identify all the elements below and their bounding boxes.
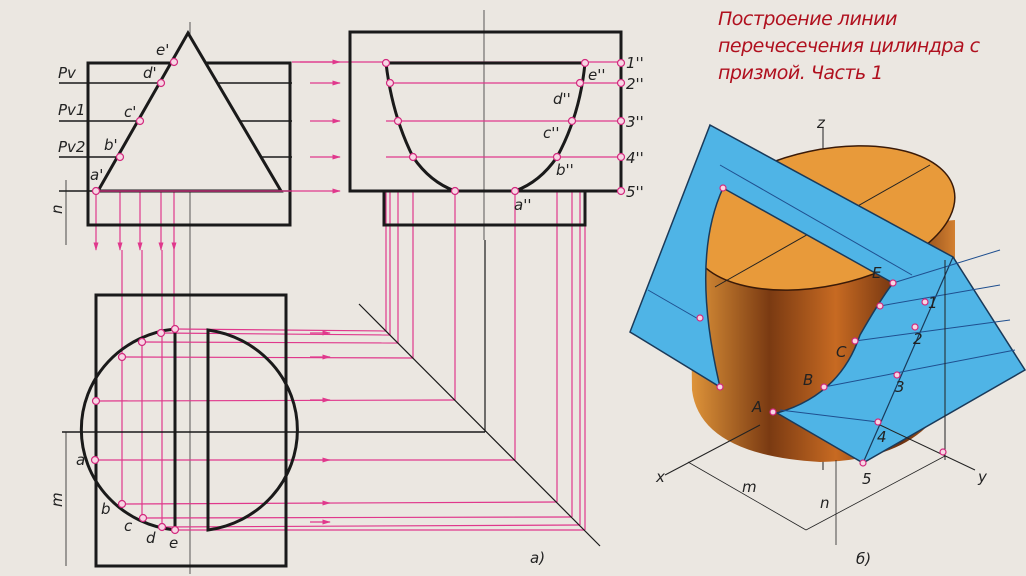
edge-point: 2 [913, 330, 923, 348]
caption-a: а) [530, 549, 545, 567]
point-label: a'' [514, 196, 531, 214]
diagram-title: Построение линии перечесечения цилиндра … [718, 8, 980, 84]
axis-x-label: x [655, 468, 665, 486]
edge-point-label: 2'' [626, 75, 644, 93]
point-label: d' [143, 64, 157, 82]
point-label: c' [124, 103, 136, 121]
dimension-n: n [48, 204, 66, 214]
point-C: C [836, 343, 847, 361]
point-label: b'' [556, 161, 574, 179]
caption-b: б) [856, 550, 871, 568]
axis-y-label: y [977, 468, 988, 486]
point-label: e' [156, 41, 169, 59]
edge-point: 3 [895, 378, 905, 396]
dimension-m: m [742, 478, 757, 496]
axonometric-view: z A B C E 1 2 3 4 5 x [629, 114, 1026, 568]
point-label: d [146, 529, 156, 547]
point-label: d'' [553, 90, 571, 108]
edge-point-label: 4'' [626, 149, 644, 167]
front-view: Pv Pv1 Pv2 a' b' c' d' e' n [48, 30, 292, 245]
edge-point-label: 5'' [626, 183, 644, 201]
edge-point: 1 [928, 294, 938, 312]
side-view: a'' b'' c'' d'' e'' 1'' 2'' 3'' 4'' 5'' [348, 30, 644, 227]
top-view: a b c d e m а) [48, 240, 601, 568]
plane-label: Pv2 [58, 138, 85, 156]
point-label: e [169, 534, 178, 552]
dimension-m: m [48, 492, 66, 507]
point-label: b' [104, 136, 118, 154]
point-label: a [76, 451, 85, 469]
point-label: b [101, 500, 111, 518]
dimension-n: n [820, 494, 830, 512]
point-label: a' [90, 166, 103, 184]
prism [629, 123, 1026, 464]
point-A: A [751, 398, 762, 416]
edge-point-label: 3'' [626, 113, 644, 131]
plane-label: Pv1 [58, 101, 85, 119]
point-label: e'' [588, 66, 605, 84]
point-label: c [124, 517, 133, 535]
edge-point-label: 1'' [626, 54, 644, 72]
axis-z-label: z [816, 114, 826, 132]
edge-point: 4 [877, 428, 887, 446]
point-B: B [803, 371, 813, 389]
prism-lines [647, 164, 1016, 423]
edge-point: 5 [862, 470, 872, 488]
plane-label: Pv [58, 64, 77, 82]
point-label: c'' [543, 124, 560, 142]
point-E: E [872, 264, 882, 282]
